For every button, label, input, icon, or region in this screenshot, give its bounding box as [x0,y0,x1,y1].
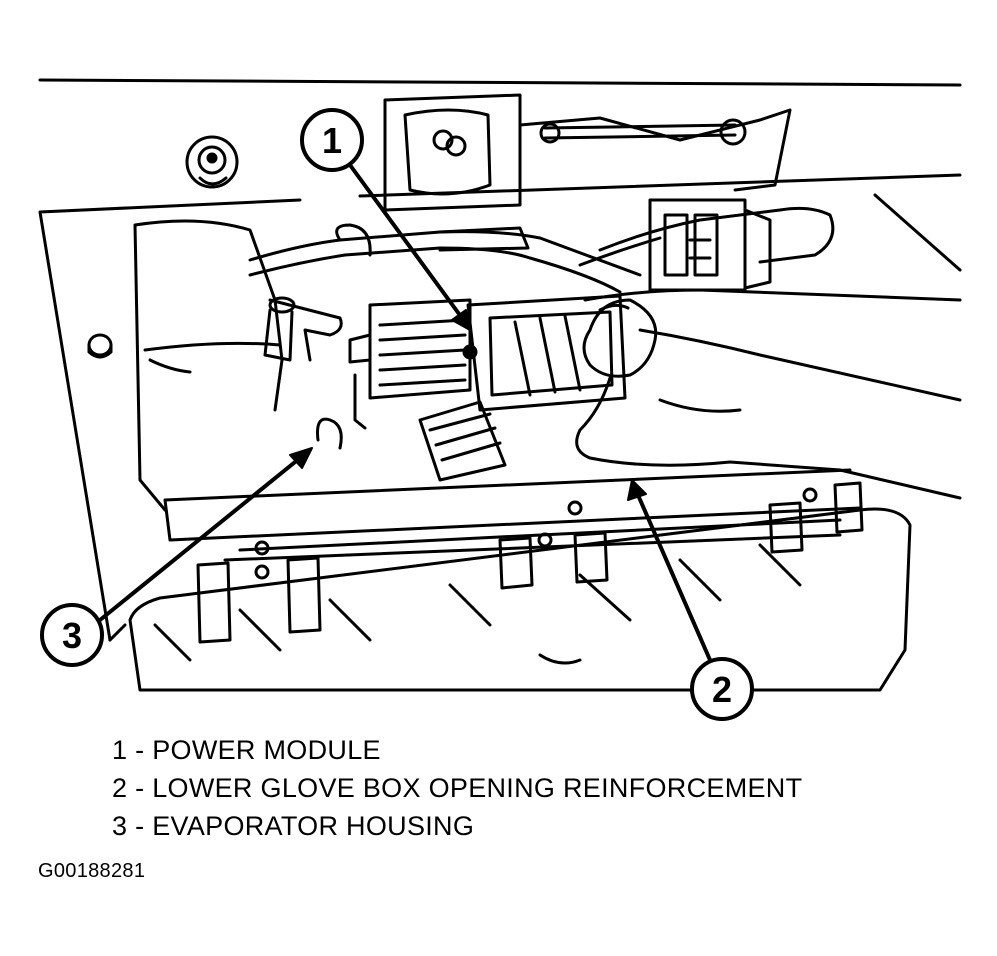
legend-item-1: 1 - POWER MODULE [112,735,381,765]
evaporator-housing-outline [133,219,284,512]
arrow-2 [636,493,712,662]
rail-tabs [196,481,864,644]
reinforcement-rail [163,468,862,562]
dash-top-edge [38,78,962,87]
arrowhead-3 [289,447,313,469]
wire-harness [248,230,642,277]
figure-id: G00188281 [38,860,146,882]
housing-clip [263,298,343,362]
callout-1-number: 1 [322,120,342,161]
upper-bracket [383,93,522,212]
arrowhead-1 [451,309,471,331]
power-module-heatsink [348,298,472,430]
arrow-3 [98,456,302,622]
glovebox-frame [128,507,912,692]
callout-1: 1 [300,108,364,172]
mount-stud [87,333,113,359]
legend: 1 - POWER MODULE 2 - LOWER GLOVE BOX OPE… [112,731,802,845]
legend-item-3: 3 - EVAPORATOR HOUSING [112,811,475,841]
module-connector [418,400,507,482]
legend-item-2: 2 - LOWER GLOVE BOX OPENING REINFORCEMEN… [112,773,803,803]
callout-2: 2 [690,657,754,721]
grommet [185,135,239,189]
arrowhead-2 [627,479,647,501]
callout-3-number: 3 [62,615,82,656]
wiring-connector [648,198,772,292]
arrow-1 [348,163,464,320]
callout-2-number: 2 [712,669,732,710]
hand [575,288,962,500]
power-module-body [462,294,627,412]
line-illustration: 1 2 3 [38,78,962,721]
callout-3: 3 [40,603,104,667]
mount-rod [543,123,737,140]
leader-arrows [98,163,712,662]
